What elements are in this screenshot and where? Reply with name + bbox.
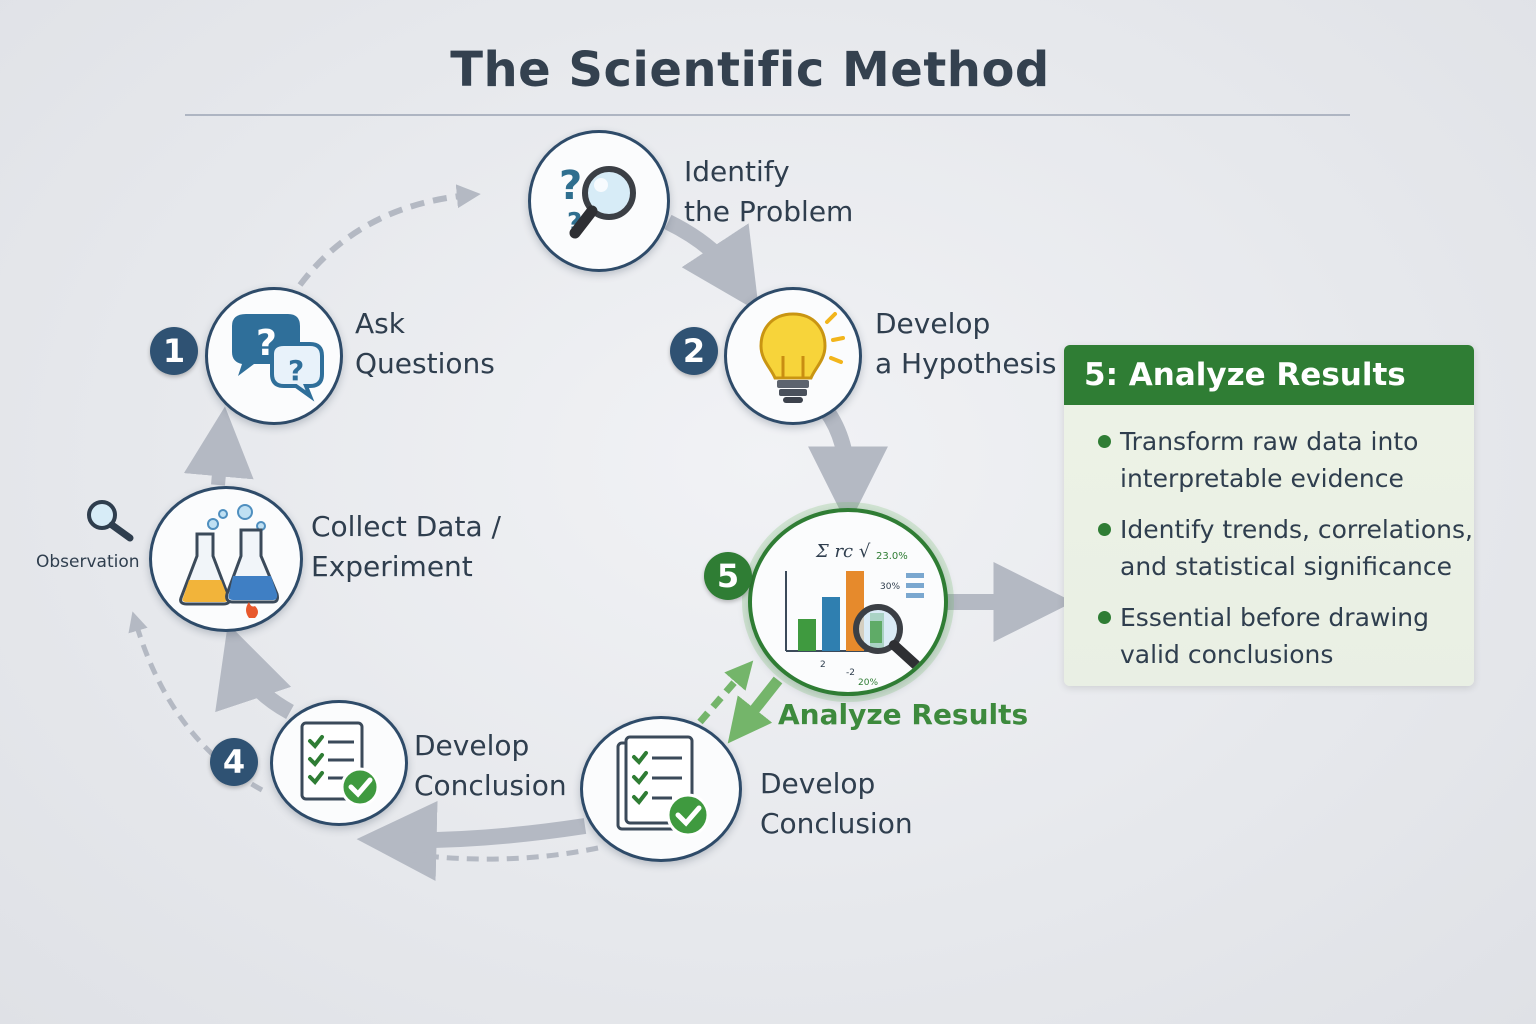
arrow-hypothesis-to-analyze <box>807 405 888 527</box>
observation-magnifier-icon <box>87 500 134 542</box>
chart-axis-text-3: 20% <box>858 678 878 687</box>
arrow-conclusion-to-analyze <box>697 660 754 725</box>
conclusion-right-label: Develop Conclusion <box>760 767 913 840</box>
checklist-icon <box>300 721 380 807</box>
step-1-badge: 1 <box>150 327 198 375</box>
bullet-dot <box>1098 523 1111 536</box>
panel-bullet: Essential before drawing valid conclusio… <box>1098 599 1464 673</box>
lightbulb-icon <box>759 312 845 403</box>
svg-text:?: ? <box>559 163 582 209</box>
collect-data-label: Collect Data / Experiment <box>311 510 501 583</box>
hypothesis-node <box>724 287 862 425</box>
collect-data-node <box>149 486 303 632</box>
analyze-results-node: Σ rc √ 23.0% 30% 2 -2 20% <box>748 508 948 696</box>
analyze-results-label: Analyze Results <box>778 698 1029 731</box>
identify-problem-node: ? ? <box>528 130 670 272</box>
bullet-dot <box>1098 611 1111 624</box>
svg-text:?: ? <box>288 354 304 387</box>
arrow-ask-to-identify <box>297 184 481 287</box>
conclusion-right-node <box>580 716 742 862</box>
arrow-analyze-to-conclusion <box>727 676 783 744</box>
panel-heading: 5: Analyze Results <box>1064 345 1474 405</box>
ask-questions-label: Ask Questions <box>355 307 495 380</box>
speech-bubbles-icon: ? ? <box>232 314 324 402</box>
panel-bullet: Transform raw data into interpretable ev… <box>1098 423 1464 497</box>
chart-percent-text-2: 30% <box>880 582 900 592</box>
step-5-badge: 5 <box>704 552 752 600</box>
step-2-badge: 2 <box>670 327 718 375</box>
chart-formula-text: Σ rc √ <box>815 541 871 562</box>
panel-bullet: Identify trends, correlations, and stati… <box>1098 511 1473 585</box>
analysis-chart-icon: Σ rc √ 23.0% 30% 2 -2 20% <box>785 541 924 687</box>
step-4-badge: 4 <box>210 738 258 786</box>
chart-axis-text: 2 <box>820 660 826 670</box>
magnifier-question-icon: ? ? <box>559 163 636 239</box>
arrow-collect-to-ask <box>183 406 254 486</box>
bullet-dot <box>1098 435 1111 448</box>
checklist-document-icon <box>616 735 710 837</box>
analyze-results-panel: 5: Analyze Results Transform raw data in… <box>1064 345 1474 686</box>
conclusion-left-label: Develop Conclusion <box>414 729 567 802</box>
observation-label: Observation <box>36 552 140 572</box>
title-divider <box>185 114 1350 116</box>
arrow-conclusion-to-conclusion <box>356 800 587 881</box>
page-title: The Scientific Method <box>450 42 1050 98</box>
chart-axis-text-2: -2 <box>846 668 855 678</box>
conclusion-left-node <box>270 700 408 826</box>
flasks-icon <box>179 504 279 618</box>
identify-problem-label: Identify the Problem <box>684 155 854 228</box>
arrow-identify-to-hypothesis <box>664 214 760 313</box>
chart-percent-text: 23.0% <box>876 551 908 562</box>
ask-questions-node: ? ? <box>205 287 343 425</box>
arrow-conclusion-to-collect <box>215 623 294 720</box>
hypothesis-label: Develop a Hypothesis <box>875 307 1057 380</box>
panel-bullet-list: Transform raw data into interpretable ev… <box>1064 405 1474 673</box>
arrow-conclusion-dashed <box>394 845 599 862</box>
